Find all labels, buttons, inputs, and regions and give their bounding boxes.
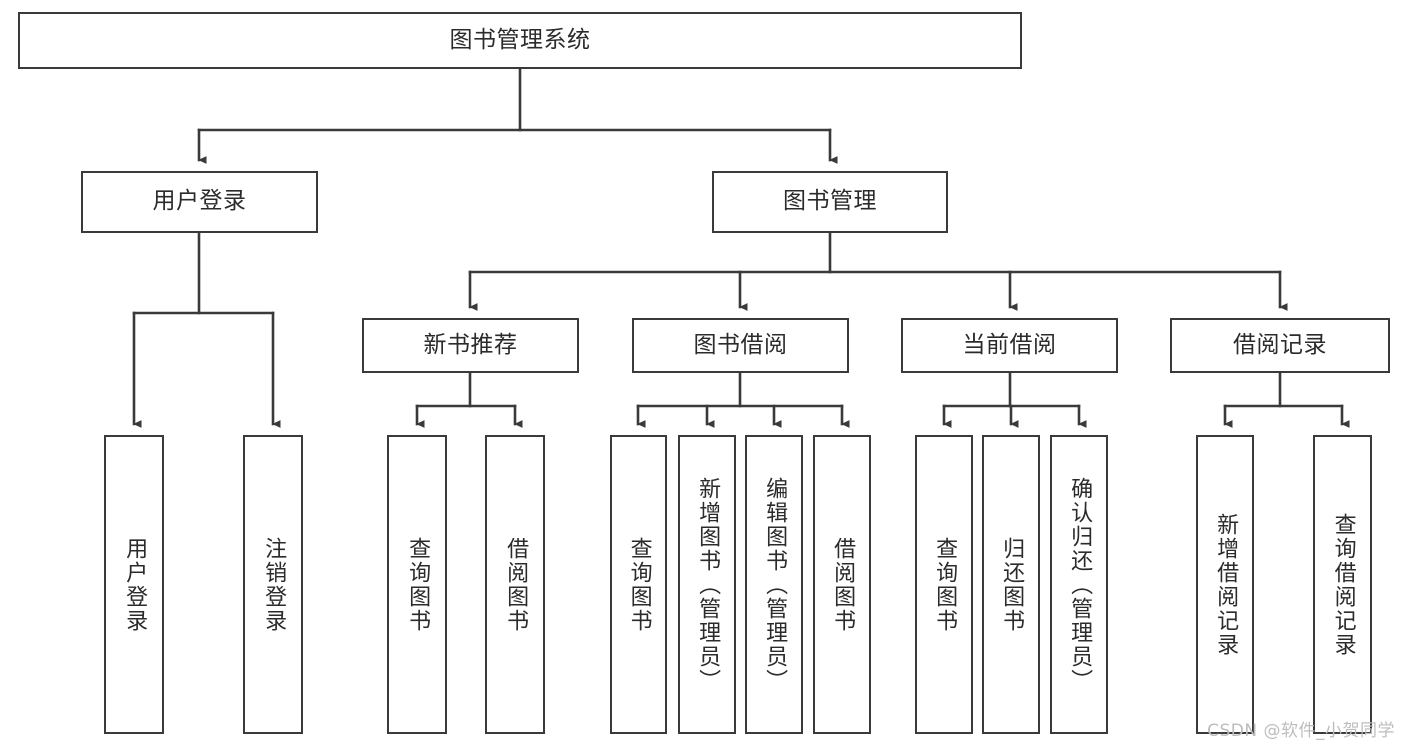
- node-leaf-query-book-borrow[interactable]: 查询图书: [610, 435, 667, 734]
- node-leaf-query-book-current-label: 查询图书: [932, 536, 958, 633]
- node-current-borrow-label: 当前借阅: [962, 331, 1057, 358]
- node-leaf-user-login-label: 用户登录: [122, 536, 148, 633]
- node-book-management-label: 图书管理: [783, 188, 877, 215]
- node-leaf-query-book-current[interactable]: 查询图书: [915, 435, 973, 734]
- node-leaf-return-book-label: 归还图书: [999, 536, 1025, 633]
- csdn-watermark: CSDN @软件_小贺同学: [1207, 721, 1395, 741]
- node-book-borrow[interactable]: 图书借阅: [632, 318, 849, 373]
- node-leaf-add-book-admin-label: 新增图书（管理员）: [695, 476, 721, 693]
- node-leaf-borrow-book[interactable]: 借阅图书: [813, 435, 871, 734]
- node-book-management[interactable]: 图书管理: [712, 171, 948, 233]
- node-leaf-query-book-recommend[interactable]: 查询图书: [387, 435, 447, 734]
- node-borrow-records-label: 借阅记录: [1233, 331, 1327, 358]
- node-leaf-query-book-borrow-label: 查询图书: [626, 536, 652, 633]
- node-new-book-recommend-label: 新书推荐: [423, 331, 518, 358]
- node-leaf-query-book-recommend-label: 查询图书: [405, 536, 431, 633]
- node-leaf-user-logout-label: 注销登录: [261, 536, 287, 633]
- node-user-login-label: 用户登录: [152, 188, 247, 215]
- node-leaf-edit-book-admin-label: 编辑图书（管理员）: [762, 476, 788, 693]
- node-leaf-user-login[interactable]: 用户登录: [104, 435, 164, 734]
- node-new-book-recommend[interactable]: 新书推荐: [362, 318, 579, 373]
- node-leaf-return-book[interactable]: 归还图书: [982, 435, 1040, 734]
- node-leaf-borrow-book-label: 借阅图书: [830, 536, 856, 633]
- node-leaf-query-borrow-record[interactable]: 查询借阅记录: [1313, 435, 1372, 734]
- node-user-login[interactable]: 用户登录: [81, 171, 318, 233]
- node-root-label: 图书管理系统: [449, 26, 591, 53]
- node-book-borrow-label: 图书借阅: [693, 331, 788, 358]
- node-leaf-user-logout[interactable]: 注销登录: [243, 435, 303, 734]
- node-leaf-confirm-return-admin[interactable]: 确认归还（管理员）: [1050, 435, 1108, 734]
- node-leaf-borrow-book-recommend[interactable]: 借阅图书: [485, 435, 545, 734]
- node-leaf-add-borrow-record-label: 新增借阅记录: [1213, 512, 1239, 657]
- node-leaf-query-borrow-record-label: 查询借阅记录: [1330, 512, 1356, 657]
- node-leaf-confirm-return-admin-label: 确认归还（管理员）: [1067, 476, 1093, 693]
- node-leaf-edit-book-admin[interactable]: 编辑图书（管理员）: [745, 435, 803, 734]
- node-root[interactable]: 图书管理系统: [18, 12, 1022, 69]
- node-leaf-add-borrow-record[interactable]: 新增借阅记录: [1196, 435, 1254, 734]
- node-leaf-add-book-admin[interactable]: 新增图书（管理员）: [678, 435, 736, 734]
- node-leaf-borrow-book-recommend-label: 借阅图书: [503, 536, 529, 633]
- node-borrow-records[interactable]: 借阅记录: [1170, 318, 1390, 373]
- node-current-borrow[interactable]: 当前借阅: [901, 318, 1118, 373]
